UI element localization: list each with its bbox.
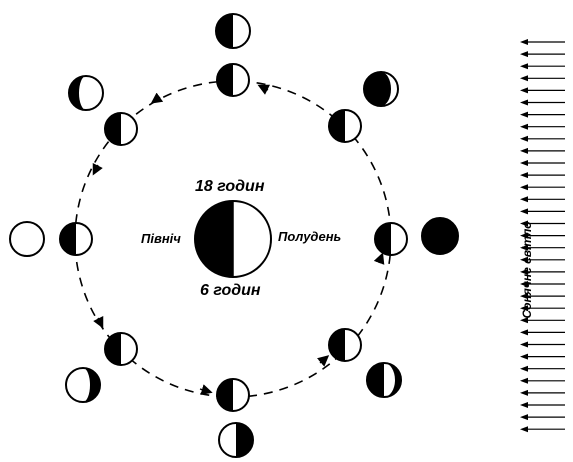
sunlight-arrowhead [520,184,528,191]
sunlight-arrowhead [520,123,528,130]
orbit-moon-bottom-right [328,328,362,362]
sunlight-arrowhead [520,377,528,384]
sunlight-arrowhead [520,196,528,203]
sunlight-arrowhead [520,256,528,263]
orbit-moon-left [59,222,93,256]
sunlight-arrowhead [520,220,528,227]
orbit-moon-top-left [104,112,138,146]
sunlight-arrowhead [520,87,528,94]
label-noon: Полудень [278,229,342,244]
earth [194,200,272,278]
sunlight-arrowhead [520,51,528,58]
sunlight-arrowhead [520,365,528,372]
sunlight-arrowhead [520,293,528,300]
sunlight-arrowhead [520,389,528,396]
sunlight-arrowhead [520,232,528,239]
sunlight-arrowhead [520,160,528,166]
label-18-hours: 18 годин [195,178,265,195]
sunlight-arrowhead [520,317,528,324]
sunlight-arrowhead [520,63,528,70]
label-midnight: Північ [141,231,181,246]
sunlight-arrowhead [520,135,528,142]
orbit-moon-bottom [216,378,250,412]
sunlight-arrowhead [520,99,528,106]
sunlight-arrowhead [520,341,528,348]
orbit-moon-bottom-left [104,332,138,366]
sunlight-arrowhead [520,426,528,433]
sunlight-label: Сонячне світло [520,221,534,319]
phase-waxing-gibbous [68,75,104,111]
orbit-moon-right [374,222,408,256]
orbit-moon-top [216,63,250,97]
sunlight-arrowhead [520,75,528,82]
sunlight-arrowhead [520,281,528,287]
phase-last-quarter [218,422,254,458]
phase-waning-gibbous [65,367,101,403]
phase-waning-crescent [366,362,402,398]
sunlight-arrowhead [520,414,528,421]
phase-first-quarter [215,13,251,49]
label-6-hours: 6 годин [200,282,261,299]
sunlight-arrowhead [520,39,528,45]
sunlight-arrowhead [520,244,528,251]
orbit-arrows [92,81,385,395]
sunlight-arrowhead [520,305,528,312]
phase-new-moon [421,217,459,255]
phase-waxing-crescent [363,71,399,107]
sunlight-arrowhead [520,208,528,215]
orbit-moon-top-right [328,109,362,143]
sunlight-arrowhead [520,172,528,179]
sunlight-arrowhead [520,268,528,275]
sunlight-arrowhead [520,147,528,154]
sunlight-arrowhead [520,353,528,360]
sunlight-arrowhead [520,402,528,408]
sunlight-arrowhead [520,111,528,118]
phase-full-moon [9,221,45,257]
sunlight-arrowhead [520,329,528,336]
sunlight-arrows [520,39,565,433]
